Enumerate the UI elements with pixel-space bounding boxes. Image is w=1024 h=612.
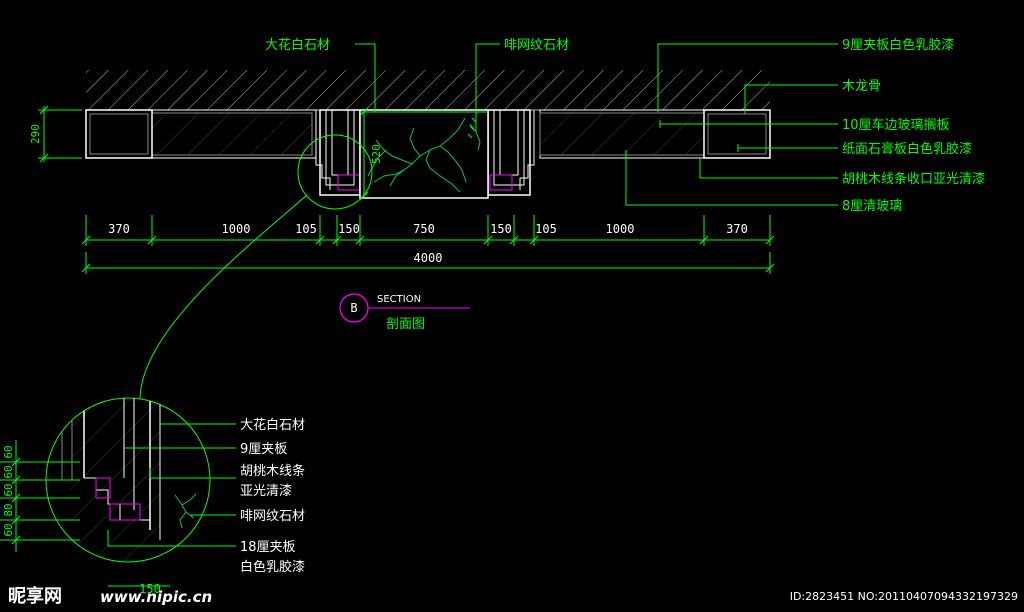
label-8mm-clear-glass: 8厘清玻璃 (842, 199, 902, 214)
detail-label-9mm-plywood: 9厘夹板 (240, 442, 287, 457)
detail-label-dahuabai: 大花白石材 (240, 417, 305, 433)
watermark-logo: 昵享网 (8, 585, 62, 607)
label-9mm-plywood: 9厘夹板白色乳胶漆 (842, 37, 954, 53)
detail-dim-60-a: 60 (2, 445, 15, 458)
detail-label-matte-lacquer: 亚光清漆 (240, 483, 292, 499)
dim-105-right: 105 (535, 222, 557, 236)
detail-dim-60-c: 60 (2, 483, 15, 496)
label-wood-keel: 木龙骨 (842, 79, 881, 94)
dim-1000-left: 1000 (222, 222, 251, 236)
dim-370-left: 370 (108, 222, 130, 236)
detail-dim-60-d: 60 (2, 523, 15, 536)
dim-750: 750 (413, 222, 435, 236)
detail-dim-150: 150 (139, 582, 161, 596)
detail-label-18mm-plywood: 18厘夹板 (240, 540, 296, 555)
detail-label-white-latex: 白色乳胶漆 (240, 559, 305, 575)
dim-520: 520 (370, 144, 383, 164)
label-feiwang-stone: 啡网纹石材 (504, 38, 569, 53)
label-10mm-glass-shelf: 10厘车边玻璃搁板 (842, 117, 950, 133)
dimension-chain-values: 370 1000 105 150 750 150 105 1000 370 40… (108, 222, 748, 265)
label-walnut-trim: 胡桃木线条收口亚光清漆 (842, 171, 985, 187)
top-material-labels: 大花白石材 啡网纹石材 (265, 37, 569, 53)
dim-370-right: 370 (726, 222, 748, 236)
detail-label-feiwang: 啡网纹石材 (240, 509, 305, 524)
enlarged-detail: 大花白石材 9厘夹板 胡桃木线条 亚光清漆 啡网纹石材 18厘夹板 白色乳胶漆 … (0, 397, 305, 596)
section-marker-letter: B (350, 301, 357, 315)
detail-dim-80: 80 (2, 503, 15, 516)
dim-150-right: 150 (490, 222, 512, 236)
section-marker: B SECTION 剖面图 (339, 293, 470, 332)
dim-105-left: 105 (295, 222, 317, 236)
dim-290: 290 (29, 124, 42, 144)
watermark: 昵享网 www.nipic.cn ID:2823451 NO:201104070… (8, 585, 1018, 607)
marble-hatch-ticks (467, 117, 477, 139)
dim-1000-right: 1000 (606, 222, 635, 236)
detail-callout-link (139, 134, 373, 401)
watermark-id: ID:2823451 NO:20110407094332197329 (790, 590, 1018, 603)
detail-label-walnut-trim: 胡桃木线条 (240, 463, 305, 479)
section-word: SECTION (377, 294, 421, 305)
dimension-height-left (38, 105, 82, 163)
marble-vein-pattern (367, 117, 481, 193)
watermark-url: www.nipic.cn (100, 588, 212, 606)
ceiling-slab-hatch (86, 70, 770, 111)
label-dahuabai-stone: 大花白石材 (265, 37, 330, 53)
dim-150-left: 150 (338, 222, 360, 236)
dimension-chain-lines (81, 215, 775, 274)
right-material-labels: 9厘夹板白色乳胶漆 木龙骨 10厘车边玻璃搁板 纸面石膏板白色乳胶漆 胡桃木线条… (842, 37, 985, 214)
leader-lines (355, 43, 838, 206)
label-gypsum-board: 纸面石膏板白色乳胶漆 (842, 141, 972, 157)
dim-4000-total: 4000 (414, 251, 443, 265)
detail-dim-60-b: 60 (2, 465, 15, 478)
section-title: 剖面图 (386, 317, 425, 332)
